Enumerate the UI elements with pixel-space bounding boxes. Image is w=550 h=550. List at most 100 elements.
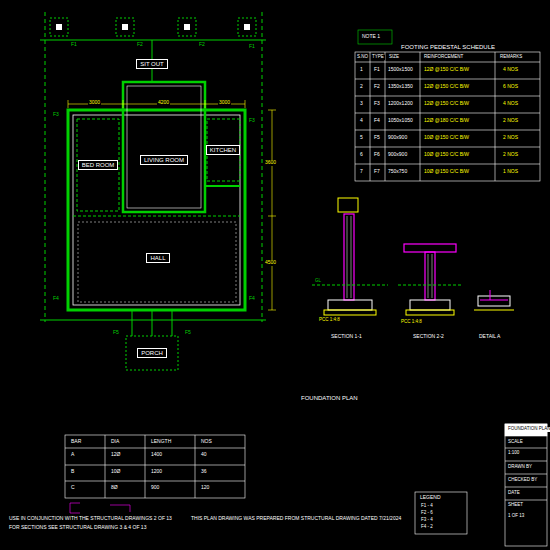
material-note: PCC 1:4:8 bbox=[400, 320, 423, 325]
room-name: HALL bbox=[150, 255, 165, 262]
table-header: NOS bbox=[200, 439, 213, 445]
dimension-line bbox=[272, 110, 273, 310]
ground-line bbox=[398, 285, 462, 286]
title-rows bbox=[505, 448, 547, 500]
table-cell: F6 bbox=[373, 152, 381, 158]
footing-tag: F3 bbox=[248, 118, 256, 124]
title-field: 1:100 bbox=[507, 451, 520, 456]
legend-item: F2 - 6 bbox=[420, 511, 434, 516]
table-cell: 10Ø @150 C/C B/W bbox=[423, 135, 470, 141]
title-field: SCALE bbox=[507, 440, 524, 445]
legend-border bbox=[415, 492, 467, 534]
tie-beam bbox=[73, 216, 240, 217]
footing-tag: F4 bbox=[52, 296, 60, 302]
footing-tag: F3 bbox=[52, 112, 60, 118]
footing bbox=[328, 300, 372, 310]
footing-outline bbox=[78, 222, 236, 302]
boundary-line bbox=[45, 12, 46, 322]
table-cell: 1350x1350 bbox=[387, 84, 414, 90]
footing-tag: F2 bbox=[136, 42, 144, 48]
dimension: 4500 bbox=[264, 260, 277, 266]
tie-beam bbox=[205, 185, 240, 187]
table-cell: F2 bbox=[373, 84, 381, 90]
table-cell: 1050x1050 bbox=[387, 118, 414, 124]
legend-title: LEGEND bbox=[419, 495, 442, 501]
title-field: DATE bbox=[507, 491, 521, 496]
table-cell: 1200x1200 bbox=[387, 101, 414, 107]
table-header: SIZE bbox=[388, 55, 400, 60]
room-name: BED ROOM bbox=[82, 162, 115, 169]
table-cell: 5 bbox=[359, 135, 364, 141]
dimension-tick bbox=[268, 216, 276, 217]
table-cell: 36 bbox=[200, 469, 208, 475]
section-1 bbox=[312, 198, 388, 315]
table-cell: A bbox=[70, 452, 75, 458]
table-cell: 7 bbox=[359, 169, 364, 175]
table-header: S.NO bbox=[356, 55, 369, 60]
title-field: DRAWN BY bbox=[507, 465, 533, 470]
title-field: SHEET bbox=[507, 503, 524, 508]
bar-shape bbox=[70, 503, 80, 513]
section-title: DETAIL A bbox=[478, 334, 501, 340]
room-tag: SIT OUT bbox=[136, 59, 168, 70]
table-header: DIA bbox=[110, 439, 120, 445]
room-name: KITCHEN bbox=[210, 147, 236, 154]
table-cell: 900x900 bbox=[387, 152, 408, 158]
dimension-tick bbox=[245, 100, 246, 108]
dimension-lines bbox=[68, 100, 276, 310]
footing bbox=[478, 296, 510, 306]
tie-beam bbox=[172, 310, 173, 336]
footing-pad bbox=[178, 18, 196, 36]
footing-tag: F5 bbox=[112, 330, 120, 336]
table-cell: F5 bbox=[373, 135, 381, 141]
ground-line bbox=[312, 285, 388, 286]
outer-wall bbox=[68, 110, 245, 310]
footing-outline bbox=[77, 119, 119, 211]
table-border bbox=[65, 435, 245, 498]
legend-item: F3 - 4 bbox=[420, 518, 434, 523]
table-columns bbox=[105, 435, 195, 498]
table-cell: 120 bbox=[200, 485, 210, 491]
drawing-title: FOUNDATION PLAN bbox=[507, 427, 550, 432]
table-cell: 10Ø bbox=[110, 469, 121, 475]
footing-pad bbox=[238, 18, 256, 36]
room-name: LIVING ROOM bbox=[144, 157, 184, 164]
table-header: LENGTH bbox=[150, 439, 172, 445]
legend-box bbox=[415, 492, 467, 534]
boundary-line bbox=[40, 320, 266, 321]
table-cell: 12Ø bbox=[110, 452, 121, 458]
section-title: SECTION 1-1 bbox=[330, 334, 363, 340]
legend-item: F4 - 2 bbox=[420, 525, 434, 530]
table-cell: 1200 bbox=[150, 469, 163, 475]
table-cell: 4 bbox=[359, 118, 364, 124]
boundary-line bbox=[40, 40, 266, 41]
table-cell: 1400 bbox=[150, 452, 163, 458]
room-tag: BED ROOM bbox=[78, 160, 119, 171]
dimension: 3000 bbox=[88, 100, 101, 106]
title-field: 1 OF 13 bbox=[507, 514, 525, 519]
legend-item: F1 - 4 bbox=[420, 504, 434, 509]
room-tag: KITCHEN bbox=[206, 145, 240, 156]
column-section bbox=[338, 198, 358, 212]
room-name: PORCH bbox=[141, 350, 163, 357]
table-cell: F4 bbox=[373, 118, 381, 124]
table-rows bbox=[355, 62, 540, 164]
section-title: SECTION 2-2 bbox=[412, 334, 445, 340]
dimension: 4200 bbox=[157, 100, 170, 106]
pcc-bed bbox=[324, 310, 376, 315]
pedestal bbox=[184, 24, 190, 30]
dimension-tick bbox=[268, 310, 276, 311]
footing-tag: F2 bbox=[198, 42, 206, 48]
room-name: SIT OUT bbox=[140, 61, 164, 68]
dimension-tick bbox=[205, 100, 206, 108]
pedestal bbox=[56, 24, 62, 30]
note-tag: NOTE 1 bbox=[361, 34, 381, 40]
table-cell: C bbox=[70, 485, 76, 491]
table-cell: 4 NOS bbox=[502, 67, 519, 73]
table-cell: 900 bbox=[150, 485, 160, 491]
table-cell: 1 bbox=[359, 67, 364, 73]
sheet-title: FOUNDATION PLAN bbox=[300, 395, 359, 402]
